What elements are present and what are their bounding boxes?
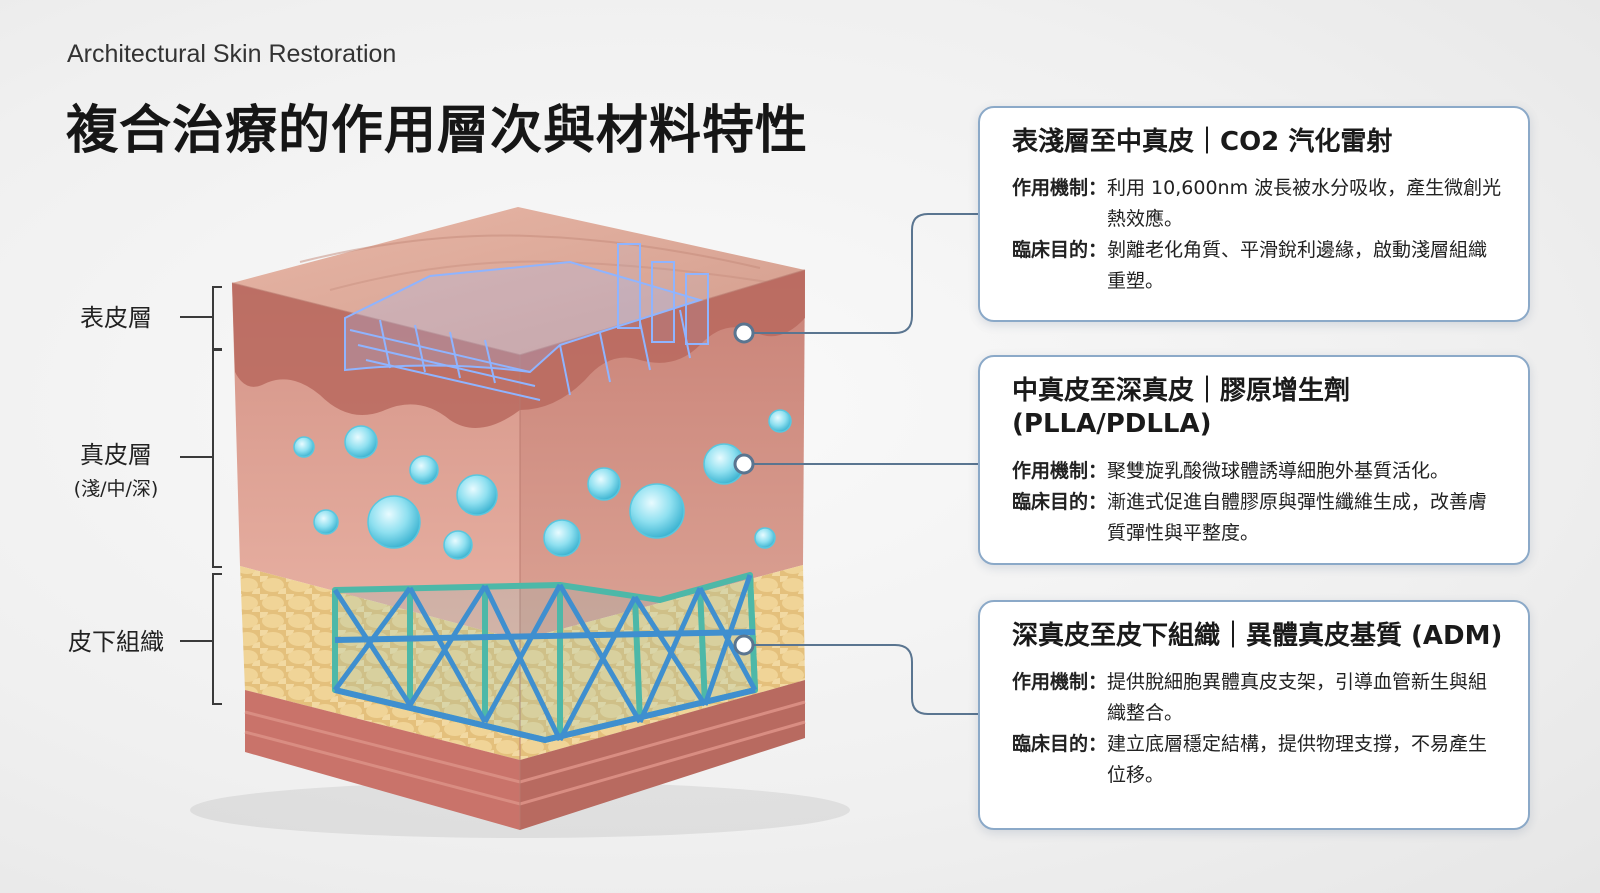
layer-bracket-subcutis [212,573,222,705]
card-goal-label: 臨床目的： [1012,239,1108,262]
card-goal-row: 臨床目的： 剝離老化角質、平滑銳利邊緣，啟動淺層組織重塑。 [1012,235,1506,297]
card-title: 表淺層至中真皮｜CO2 汽化雷射 [1012,127,1393,157]
layer-tick-subcutis [180,640,212,642]
adm-scaffold [332,572,758,743]
card-mechanism-label: 作用機制： [1012,459,1108,482]
layer-label-epidermis: 表皮層 [80,304,152,332]
card-title: 中真皮至深真皮｜膠原增生劑 (PLLA/PDLLA) [1012,376,1351,440]
connector-lines [754,213,978,715]
card-goal-label: 臨床目的： [1012,733,1108,756]
plla-microspheres [293,409,792,560]
card-goal-row: 臨床目的： 建立底層穩定結構，提供物理支撐，不易產生位移。 [1012,729,1506,791]
connector-anchors [733,322,755,656]
laser-grid [344,243,709,401]
card-goal-label: 臨床目的： [1012,490,1108,513]
cube-front-fascia [245,690,520,830]
card-goal-text: 建立底層穩定結構，提供物理支撐，不易產生位移。 [1107,733,1488,787]
subtitle: Architectural Skin Restoration [67,40,397,68]
anchor-point-epidermis [733,322,755,344]
page-title: 複合治療的作用層次與材料特性 [66,101,809,161]
card-title: 深真皮至皮下組織｜異體真皮基質 (ADM) [1012,621,1503,651]
layer-tick-dermis [180,456,212,458]
card-mechanism-text: 提供脫細胞異體真皮支架，引導血管新生與組織整合。 [1107,671,1488,725]
card-mechanism-row: 作用機制： 聚雙旋乳酸微球體誘導細胞外基質活化。 [1012,456,1506,487]
card-goal-row: 臨床目的： 漸進式促進自體膠原與彈性纖維生成，改善膚質彈性與平整度。 [1012,487,1506,549]
skin-wrinkle [299,234,761,269]
cube-side-fat [520,565,805,760]
cube-edges [231,269,806,830]
layer-label-dermis: 真皮層 (淺/中/深) [56,435,176,501]
cube-top-face [232,207,805,355]
info-card-plla: 中真皮至深真皮｜膠原增生劑 (PLLA/PDLLA) 作用機制： 聚雙旋乳酸微球… [978,355,1530,565]
layer-label-subcutis: 皮下組織 [68,628,164,656]
anchor-point-dermis [733,453,755,475]
card-mechanism-row: 作用機制： 提供脫細胞異體真皮支架，引導血管新生與組織整合。 [1012,667,1506,729]
epidermis-band-front [232,283,520,428]
anchor-point-subcutis [733,634,755,656]
skin-wrinkle [329,260,781,291]
card-mechanism-label: 作用機制： [1012,671,1108,694]
card-mechanism-text: 聚雙旋乳酸微球體誘導細胞外基質活化。 [1107,459,1450,482]
info-card-co2-laser: 表淺層至中真皮｜CO2 汽化雷射 作用機制： 利用 10,600nm 波長被水分… [978,106,1530,322]
layer-tick-epidermis [180,316,212,318]
epidermis-band-side [520,270,805,410]
card-goal-text: 剝離老化角質、平滑銳利邊緣，啟動淺層組織重塑。 [1107,239,1488,293]
layer-sublabel-dermis: (淺/中/深) [73,478,159,500]
info-card-adm: 深真皮至皮下組織｜異體真皮基質 (ADM) 作用機制： 提供脫細胞異體真皮支架，… [978,600,1530,830]
card-goal-text: 漸進式促進自體膠原與彈性纖維生成，改善膚質彈性與平整度。 [1107,490,1488,544]
cube-side-fascia [520,680,805,830]
card-mechanism-text: 利用 10,600nm 波長被水分吸收，產生微創光熱效應。 [1107,177,1502,231]
layer-bracket-dermis [212,349,222,568]
card-mechanism-row: 作用機制： 利用 10,600nm 波長被水分吸收，產生微創光熱效應。 [1012,173,1506,235]
card-mechanism-label: 作用機制： [1012,177,1108,200]
